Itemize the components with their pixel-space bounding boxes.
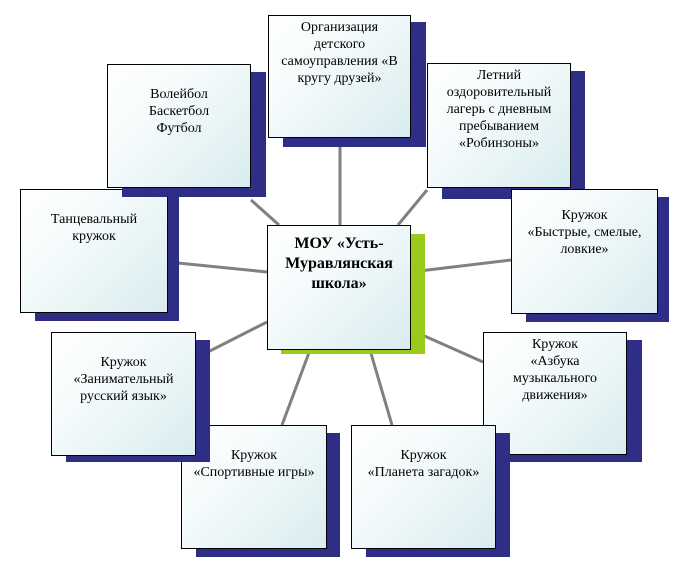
node-line: Волейбол: [150, 87, 208, 102]
node-line: пребыванием: [459, 119, 539, 134]
center-line: школа»: [311, 275, 367, 292]
node-line: «Спортивные игры»: [193, 465, 315, 480]
connector-sport-games: [280, 349, 312, 426]
node-line: «Быстрые, смелые,: [527, 225, 642, 240]
connector-summer-camp: [396, 189, 429, 226]
connector-ball-sports: [250, 198, 280, 227]
node-dance: Танцевальный кружок: [20, 189, 168, 313]
node-line: оздоровительный: [446, 85, 552, 100]
node-line: кружок: [72, 229, 116, 244]
node-line: Кружок: [531, 337, 579, 352]
node-line: Баскетбол: [148, 104, 210, 119]
node-summer-camp: Летний оздоровительный лагерь с дневным …: [427, 63, 571, 188]
node-line: Организация: [300, 20, 379, 35]
node-self-government: Организация детского самоуправления «В к…: [268, 15, 411, 138]
node-russian-language: Кружок «Занимательный русский язык»: [51, 332, 196, 456]
node-line: Кружок: [100, 355, 147, 370]
node-line: русский язык»: [80, 389, 167, 404]
center-line: МОУ «Усть-: [294, 235, 384, 252]
node-line: Кружок: [400, 448, 447, 463]
node-line: Кружок: [561, 208, 608, 223]
node-line: «Робинзоны»: [459, 136, 539, 151]
node-line: детского: [313, 37, 366, 52]
connector-fast-brave-agile: [410, 258, 512, 274]
connector-puzzle-planet: [368, 349, 394, 426]
node-fast-brave-agile: Кружок «Быстрые, смелые, ловкие»: [511, 189, 658, 314]
node-line: Танцевальный: [50, 212, 138, 227]
node-line: ловкие»: [560, 242, 609, 257]
center-line: Муравлянская: [285, 255, 393, 272]
node-ball-sports: Волейбол Баскетбол Футбол: [107, 64, 251, 188]
connector-dance: [167, 260, 268, 274]
node-line: музыкального: [513, 371, 597, 386]
node-line: «Занимательный: [73, 372, 174, 387]
node-line: Летний: [476, 68, 522, 83]
node-line: лагерь с дневным: [446, 102, 552, 117]
node-line: «Азбука: [530, 354, 580, 369]
node-line: Кружок: [230, 448, 278, 463]
node-puzzle-planet: Кружок «Планета загадок»: [351, 425, 496, 549]
node-line: кругу друзей»: [297, 71, 382, 86]
node-line: движения»: [522, 388, 588, 403]
center-node: МОУ «Усть- Муравлянская школа»: [267, 225, 411, 350]
node-line: самоуправления «В: [281, 54, 398, 69]
node-line: Футбол: [156, 121, 202, 136]
node-line: «Планета загадок»: [367, 465, 480, 480]
